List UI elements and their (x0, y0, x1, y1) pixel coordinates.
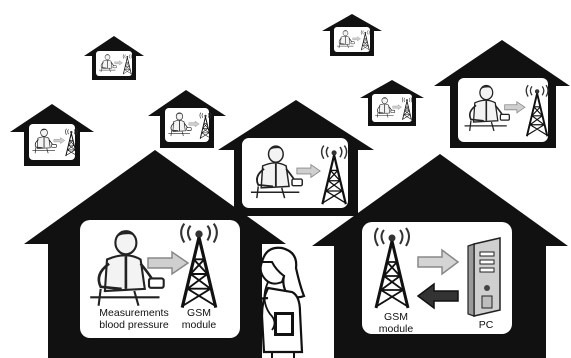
patient-house: Measurements blood pressure GSM module (24, 150, 286, 358)
pc-label: PC (479, 319, 494, 331)
arrow-right-icon (417, 248, 460, 276)
measurement-label-line1: Measurements (99, 307, 168, 319)
pc-tower-icon (467, 237, 501, 317)
pc-house: GSM module PC (312, 154, 568, 358)
gsm-left-label-line1: GSM (187, 307, 211, 319)
gsm-left-label-line2: module (182, 319, 217, 331)
gsm-right-label-line2: module (379, 323, 414, 335)
house-small-6 (434, 40, 570, 148)
house-small-1 (10, 104, 94, 166)
measurement-label-line2: blood pressure (99, 319, 169, 331)
house-small-2 (84, 36, 144, 80)
house-medium (218, 100, 374, 216)
house-small-3 (148, 90, 226, 148)
house-small-4 (322, 14, 382, 56)
arrow-left-icon (416, 282, 459, 310)
house-small-5 (360, 80, 424, 126)
doctor-icon (241, 246, 306, 358)
gsm-right-label-line1: GSM (384, 311, 408, 323)
